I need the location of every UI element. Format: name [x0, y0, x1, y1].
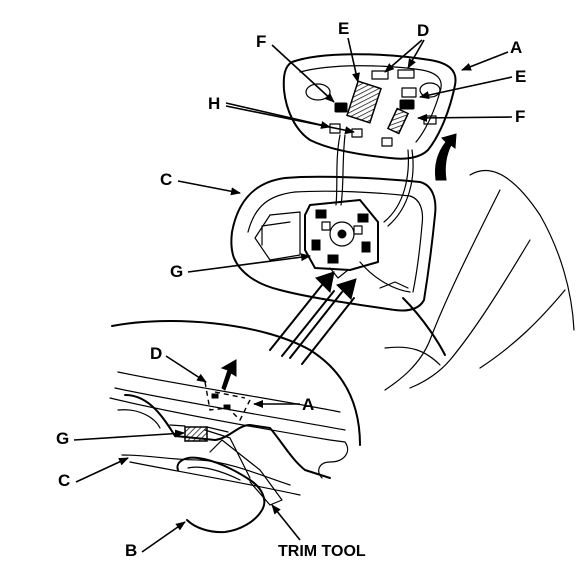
callout-e-top: E — [338, 19, 349, 38]
callout-f-right: F — [515, 107, 525, 126]
leader-lines — [73, 37, 513, 553]
callout-e-right: E — [515, 67, 526, 86]
trim-tool-label: TRIM TOOL — [278, 543, 366, 560]
callout-a-low: A — [302, 395, 314, 414]
detail-view-circle — [109, 320, 361, 496]
hand-with-trim-tool — [176, 429, 283, 534]
callout-f-top: F — [256, 32, 266, 51]
lens-a-top — [282, 53, 457, 160]
vehicle-interior-background — [384, 169, 575, 391]
callout-d-low: D — [150, 344, 162, 363]
wire-harness — [335, 134, 414, 227]
callout-labels: F E D A E F H C G D A G C B TRIM TOOL — [56, 19, 526, 560]
housing-c — [230, 175, 437, 312]
callout-b-low: B — [125, 541, 137, 560]
callout-g-low: G — [56, 429, 69, 448]
callout-g-mid: G — [170, 262, 183, 281]
removal-arrow-top — [435, 133, 457, 181]
callout-c-low: C — [58, 471, 70, 490]
callout-c-mid: C — [160, 170, 172, 189]
callout-d-top: D — [417, 21, 429, 40]
callout-h-top: H — [208, 94, 220, 113]
callout-a-top: A — [510, 38, 522, 57]
detail-pointer-arrows — [269, 271, 357, 365]
